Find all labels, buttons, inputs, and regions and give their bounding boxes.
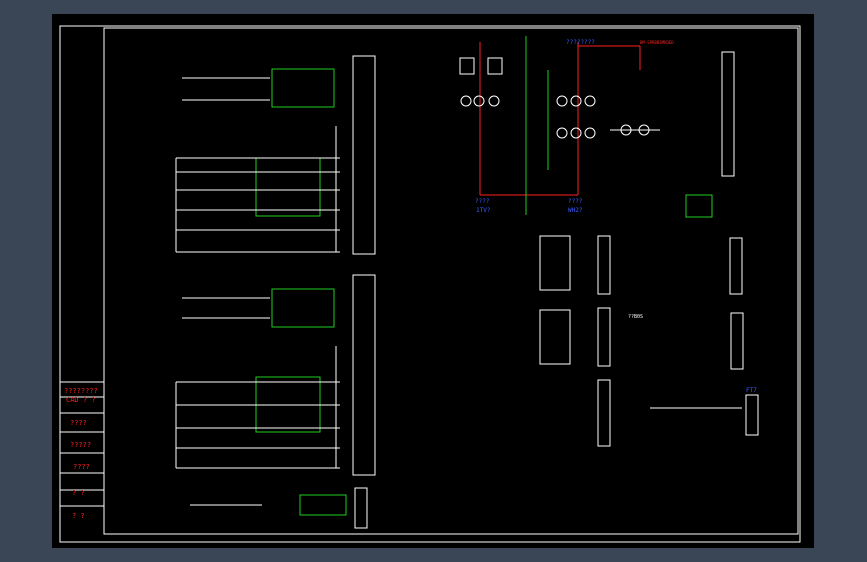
title-row-4: ????? [70,441,91,449]
title-block: ???????? CAD ? ? ???? ????? ???? ? ? ? ? [60,381,104,520]
secondary-circuits: ??B0S FT7 [539,51,759,447]
primary-left-label-1: ???? [475,198,490,205]
inner-frame [103,27,799,535]
title-row-5: ???? [73,463,90,471]
title-row-2: CAD ? ? [66,396,96,404]
primary-note: BM-SPRBB3MN3ED [640,40,674,45]
drawing-sheet [52,14,814,548]
title-row-3: ???? [70,419,87,427]
primary-right-label-1: ???? [568,198,583,205]
right-table-header: FT7 [746,387,757,394]
lower-control-circuit [175,274,376,529]
primary-right-label-2: WH2? [568,207,583,214]
title-row-7: ? ? [72,512,85,520]
relay-box-right [685,194,713,218]
title-row-1: ???????? [64,387,98,395]
primary-left-label-2: 1TV? [476,207,491,214]
primary-top-label: ???????? [566,39,595,46]
primary-circuit: ???????? BM-SPRBB3MN3ED ???? 1TV? ???? W… [459,36,674,215]
outer-frame [59,25,801,543]
relay-box-bottom [299,494,347,516]
title-row-6: ? ? [72,489,85,497]
circuit-note: ??B0S [628,314,643,320]
upper-control-circuit [175,55,376,255]
relay-box-lower-1 [271,288,335,328]
relay-box-upper-1 [271,68,335,108]
